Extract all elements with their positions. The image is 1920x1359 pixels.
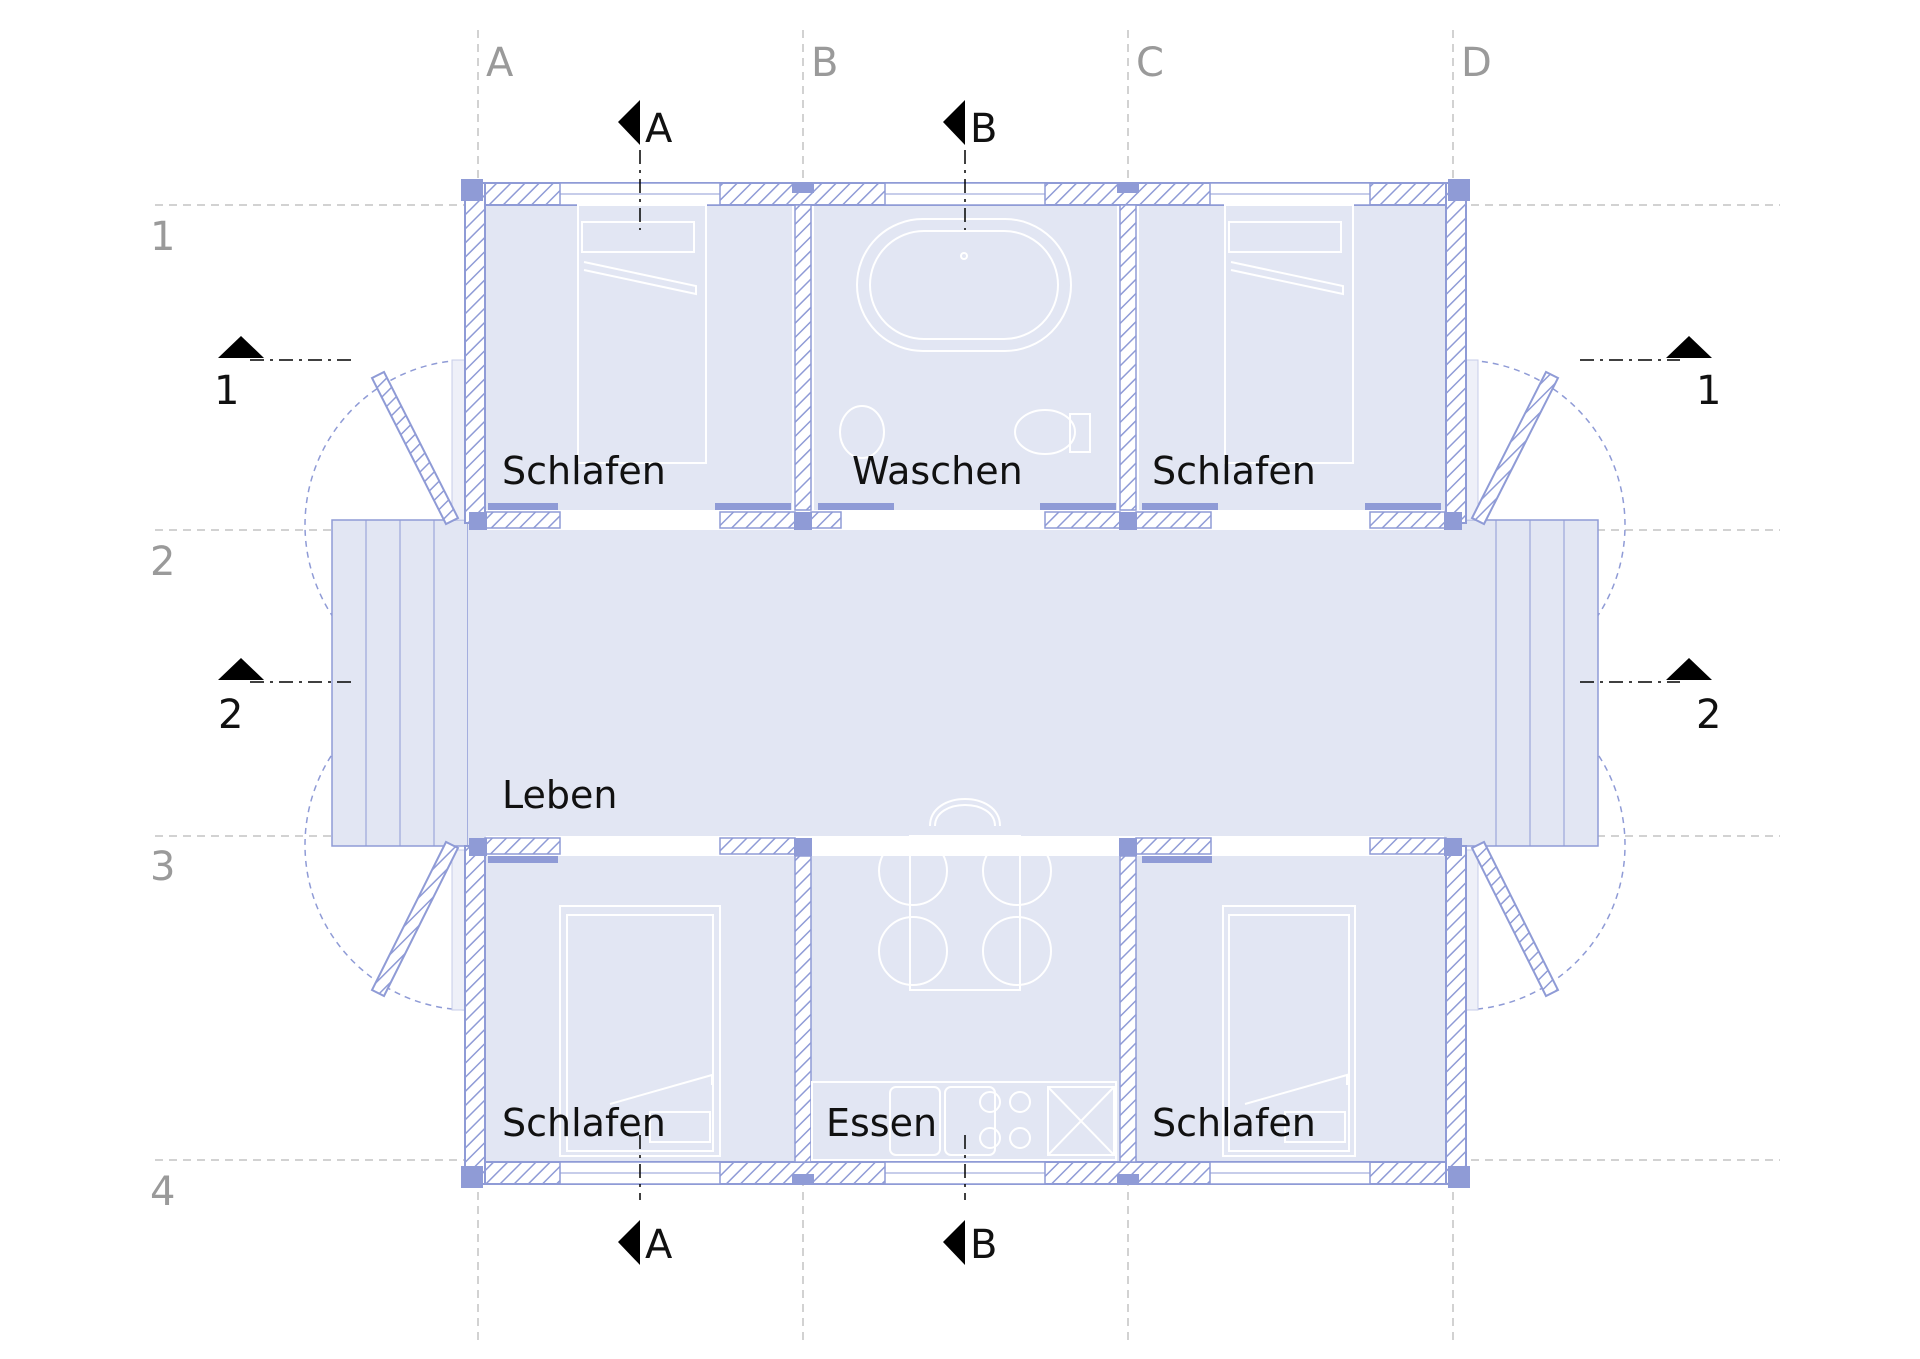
section-marker-b-top — [943, 100, 965, 145]
interior-walls — [484, 204, 1447, 1163]
room-label-sleep-bottom-right: Schlafen — [1152, 1101, 1316, 1145]
living-area — [478, 530, 1453, 836]
section-marker-2-right — [1666, 658, 1712, 680]
section-label-b-top: B — [970, 106, 997, 152]
axis-label-2: 2 — [150, 539, 175, 585]
bed-bottom-right — [1222, 905, 1356, 1157]
section-marker-b-bottom — [943, 1220, 965, 1265]
section-label-2-left: 2 — [218, 692, 243, 738]
axis-label-a: A — [486, 40, 514, 86]
bathtub — [856, 218, 1072, 352]
section-markers — [218, 100, 1712, 1265]
axis-label-4: 4 — [150, 1169, 175, 1215]
kitchen-counter — [811, 1081, 1117, 1161]
axis-label-d: D — [1461, 40, 1492, 86]
terrace-right — [1461, 519, 1599, 847]
chair — [929, 798, 1001, 827]
wash-basin — [839, 405, 885, 459]
exterior-door-leaves — [370, 370, 1560, 998]
section-marker-1-right — [1666, 336, 1712, 358]
axis-labels: A B C D 1 2 3 4 — [150, 40, 1492, 1215]
room-label-live: Leben — [502, 773, 617, 817]
section-label-1-left: 1 — [214, 368, 239, 414]
section-label-2-right: 2 — [1696, 692, 1721, 738]
section-marker-a-bottom — [618, 1220, 640, 1265]
window-lines — [560, 193, 1370, 1174]
section-marker-2-left — [218, 658, 264, 680]
terrace-left — [331, 519, 469, 847]
dining-table — [909, 835, 1021, 991]
section-label-a-bottom: A — [645, 1222, 673, 1268]
room-label-sleep-top-left: Schlafen — [502, 449, 666, 493]
bed-top-right — [1224, 204, 1354, 464]
toilet — [1014, 409, 1076, 455]
axis-label-1: 1 — [150, 214, 175, 260]
room-label-eat: Essen — [826, 1101, 937, 1145]
room-label-sleep-bottom-left: Schlafen — [502, 1101, 666, 1145]
section-marker-1-left — [218, 336, 264, 358]
section-marker-a-top — [618, 100, 640, 145]
section-label-b-bottom: B — [970, 1222, 997, 1268]
interior-doors — [488, 503, 1441, 863]
axis-label-c: C — [1136, 40, 1164, 86]
columns — [461, 179, 1470, 1188]
axis-label-b: B — [811, 40, 838, 86]
room-labels: Schlafen Waschen Schlafen Leben Schlafen… — [502, 449, 1316, 1145]
section-labels: A B A B 1 2 1 2 — [214, 106, 1721, 1268]
section-label-1-right: 1 — [1696, 368, 1721, 414]
bed-top-left — [577, 204, 707, 464]
section-lines — [250, 150, 1680, 1200]
axis-label-3: 3 — [150, 844, 175, 890]
room-label-sleep-top-right: Schlafen — [1152, 449, 1316, 493]
room-label-wash: Waschen — [852, 449, 1023, 493]
section-label-a-top: A — [645, 106, 673, 152]
